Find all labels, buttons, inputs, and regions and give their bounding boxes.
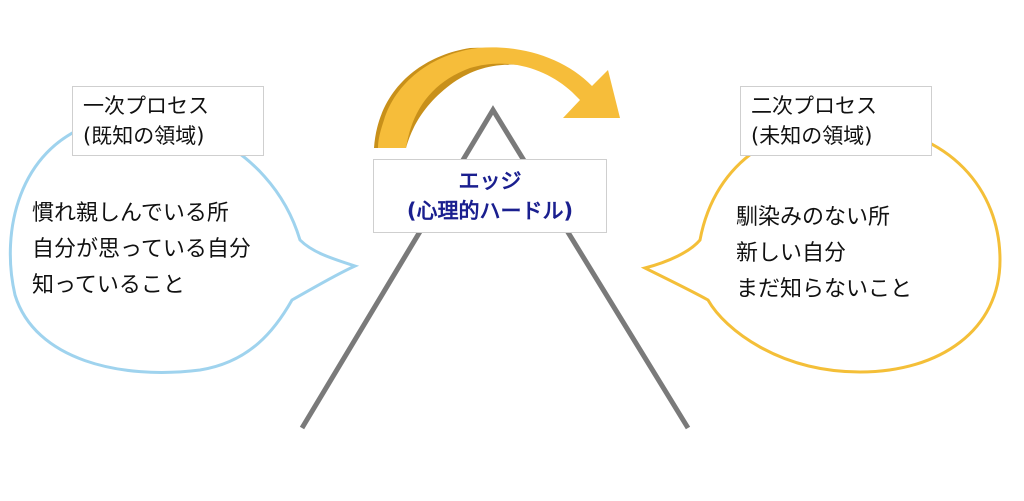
edge-subtitle: (心理的ハードル) [406, 199, 574, 223]
bubble-line: 知っていること [32, 273, 185, 298]
bubble-line: 馴染みのない所 [736, 205, 891, 230]
bubble-line: まだ知らないこと [736, 277, 913, 302]
arrow-shadow [374, 47, 540, 148]
secondary-process-title: 二次プロセス [751, 94, 877, 118]
curved-arrow [378, 47, 620, 148]
secondary-process-bubble-text: 馴染みのない所 新しい自分 まだ知らないこと [736, 200, 912, 308]
primary-process-label: 一次プロセス (既知の領域) [72, 86, 264, 156]
primary-process-bubble-text: 慣れ親しんでいる所 自分が思っている自分 知っていること [32, 196, 251, 304]
primary-process-subtitle: (既知の領域) [83, 124, 205, 148]
edge-title: エッジ [458, 169, 522, 193]
bubble-line: 自分が思っている自分 [32, 237, 251, 262]
bubble-line: 慣れ親しんでいる所 [32, 201, 229, 226]
edge-label: エッジ (心理的ハードル) [373, 159, 607, 233]
primary-process-title: 一次プロセス [83, 94, 209, 118]
bubble-line: 新しい自分 [736, 241, 847, 266]
secondary-process-subtitle: (未知の領域) [751, 124, 873, 148]
secondary-process-label: 二次プロセス (未知の領域) [740, 86, 932, 156]
mountain-line [299, 105, 691, 430]
